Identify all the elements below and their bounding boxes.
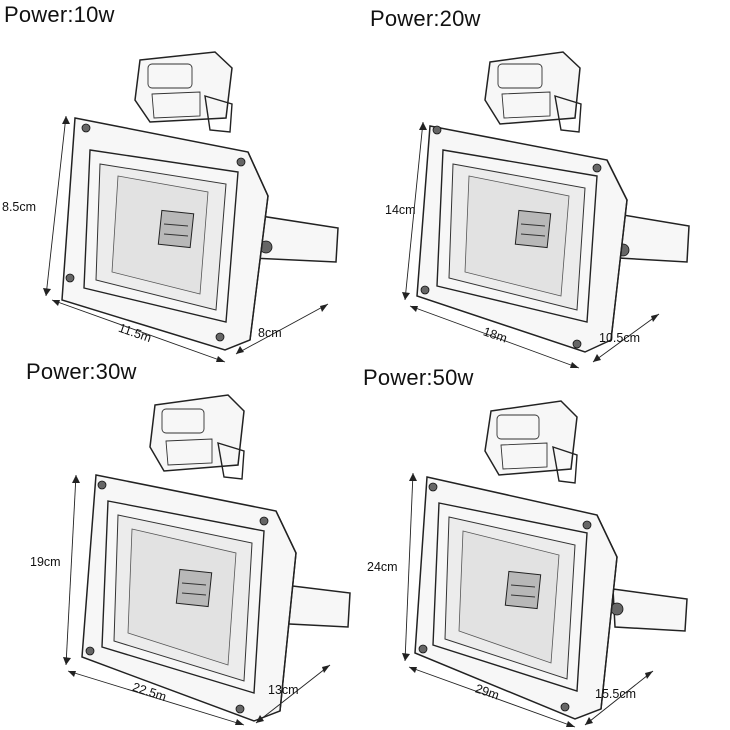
product-panel-30w: Power:30w 19cm 22.5m 13cm — [0, 359, 365, 730]
height-label: 24cm — [367, 560, 398, 574]
floodlight-30w — [63, 394, 351, 726]
product-panel-20w: Power:20w 14cm 18m 10.5cm — [365, 0, 730, 369]
depth-label: 8cm — [258, 326, 282, 340]
depth-label: 10.5cm — [599, 331, 640, 345]
height-label: 8.5cm — [2, 200, 37, 214]
power-title: Power:10w — [4, 2, 115, 27]
floodlight-drawing — [402, 51, 690, 369]
height-label: 14cm — [385, 203, 416, 217]
floodlight-50w — [402, 400, 688, 728]
power-title: Power:30w — [26, 359, 137, 384]
floodlight-drawing — [43, 51, 339, 363]
floodlight-10w — [43, 51, 339, 363]
product-panel-50w: Power:50w 24cm 29m 15.5cm — [363, 365, 730, 730]
floodlight-20w — [402, 51, 690, 369]
power-title: Power:50w — [363, 365, 474, 390]
floodlight-drawing — [63, 394, 351, 726]
height-label: 19cm — [30, 555, 61, 569]
power-title: Power:20w — [370, 6, 481, 31]
floodlight-drawing — [402, 400, 688, 728]
depth-label: 13cm — [268, 683, 299, 697]
product-panel-10w: Power:10w 8.5cm 11.5m 8cm — [0, 0, 365, 365]
depth-label: 15.5cm — [595, 687, 636, 701]
